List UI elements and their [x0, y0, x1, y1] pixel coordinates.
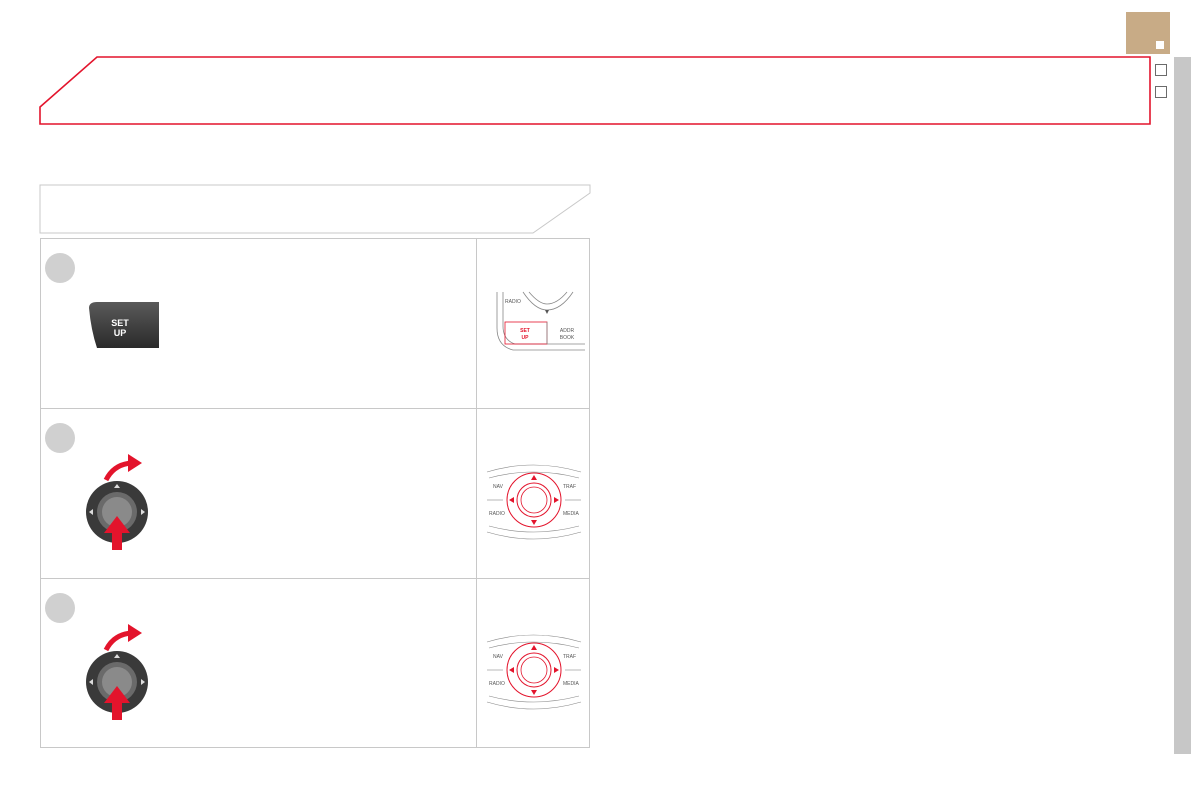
- thumb-up-label: UP: [522, 335, 530, 341]
- square-icon: [1156, 41, 1164, 49]
- checkbox-icon[interactable]: [1155, 86, 1167, 98]
- thumb-set-label: SET: [520, 328, 530, 334]
- side-bar: [1174, 57, 1191, 754]
- rotary-knob[interactable]: [80, 450, 160, 555]
- row-divider: [41, 408, 589, 409]
- press-arrow-icon: [104, 516, 130, 550]
- column-divider: [476, 239, 477, 747]
- setup-button-label: SET UP: [99, 318, 141, 338]
- thumb-traf-label: TRAF: [563, 654, 576, 660]
- knob-thumbnail: NAV TRAF RADIO MEDIA: [486, 634, 582, 710]
- steps-table: [40, 238, 590, 748]
- step-badge: [45, 593, 75, 623]
- knob-thumbnail: NAV TRAF RADIO MEDIA: [486, 464, 582, 540]
- rotary-knob[interactable]: [80, 620, 160, 725]
- setup-panel-thumbnail: RADIO SET UP ADDR BOOK: [496, 291, 585, 351]
- thumb-radio-label: RADIO: [489, 681, 505, 687]
- setup-button-shape: [89, 302, 159, 348]
- thumb-nav-label: NAV: [493, 484, 504, 490]
- setup-button[interactable]: SET UP: [85, 300, 160, 350]
- page-corner-tab: [1126, 12, 1170, 54]
- thumb-nav-label: NAV: [493, 654, 504, 660]
- section-header: [39, 184, 591, 234]
- thumb-book-label: BOOK: [560, 335, 575, 341]
- thumb-traf-label: TRAF: [563, 484, 576, 490]
- thumb-radio-label: RADIO: [505, 299, 521, 305]
- setup-label-line2: UP: [113, 328, 127, 338]
- rotate-arrow-icon: [128, 624, 142, 642]
- step-badge: [45, 423, 75, 453]
- row-divider: [41, 578, 589, 579]
- thumb-radio-label: RADIO: [489, 511, 505, 517]
- rotate-arrow-icon: [128, 454, 142, 472]
- thumb-media-label: MEDIA: [563, 681, 580, 687]
- step-badge: [45, 253, 75, 283]
- thumb-media-label: MEDIA: [563, 511, 580, 517]
- title-banner: [39, 56, 1151, 125]
- setup-label-line1: SET: [111, 318, 129, 328]
- thumb-addr-label: ADDR: [560, 328, 575, 334]
- press-arrow-icon: [104, 686, 130, 720]
- checkbox-icon[interactable]: [1155, 64, 1167, 76]
